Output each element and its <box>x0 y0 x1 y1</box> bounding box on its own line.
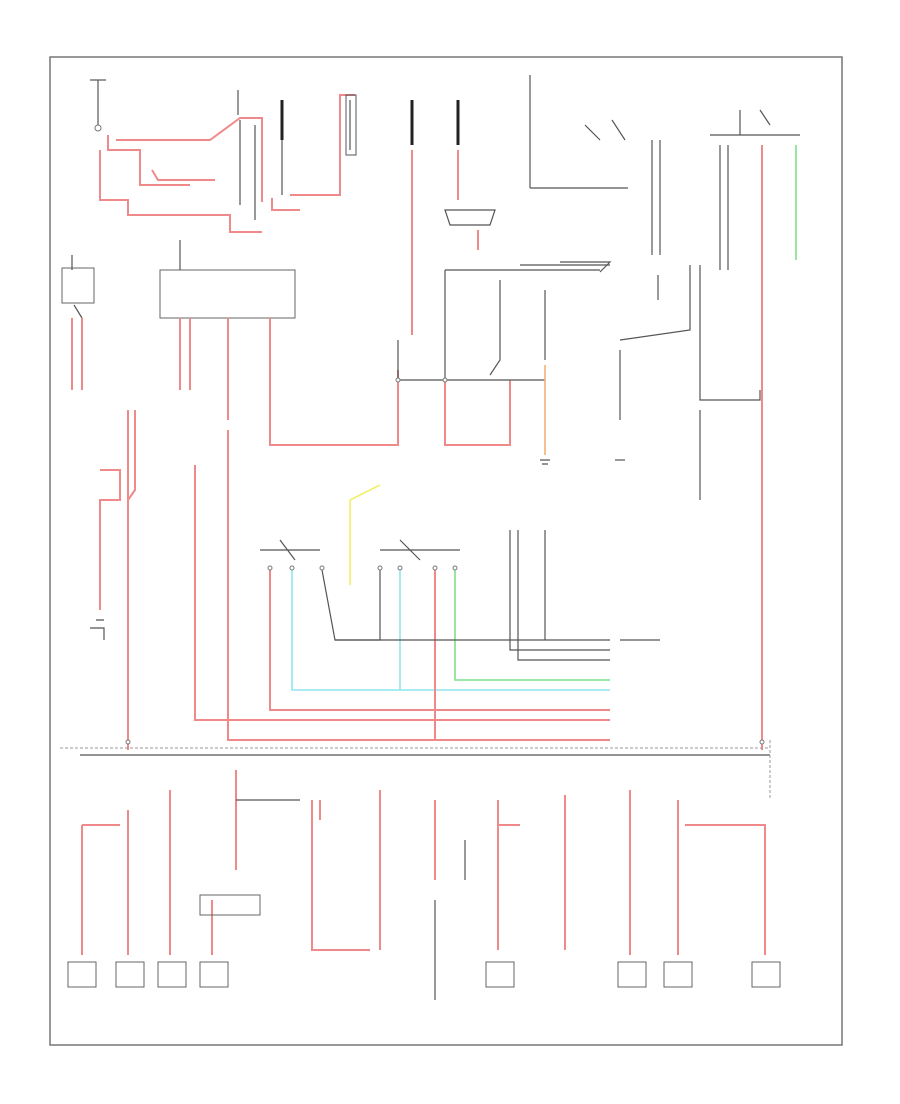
connector-pins <box>125 565 765 745</box>
left-power-feed <box>90 410 136 750</box>
fuse-block-top <box>61 240 399 446</box>
diagram-border <box>49 56 843 1046</box>
ground-and-sensor-right <box>529 75 800 750</box>
bottom-circuit-branches <box>81 770 766 1000</box>
relay-assembly-center <box>395 150 612 465</box>
headlamp-switch-section <box>194 430 660 741</box>
battery-and-fusible-links <box>90 79 460 233</box>
main-bus <box>60 740 771 800</box>
bottom-component-boxes <box>67 894 781 988</box>
